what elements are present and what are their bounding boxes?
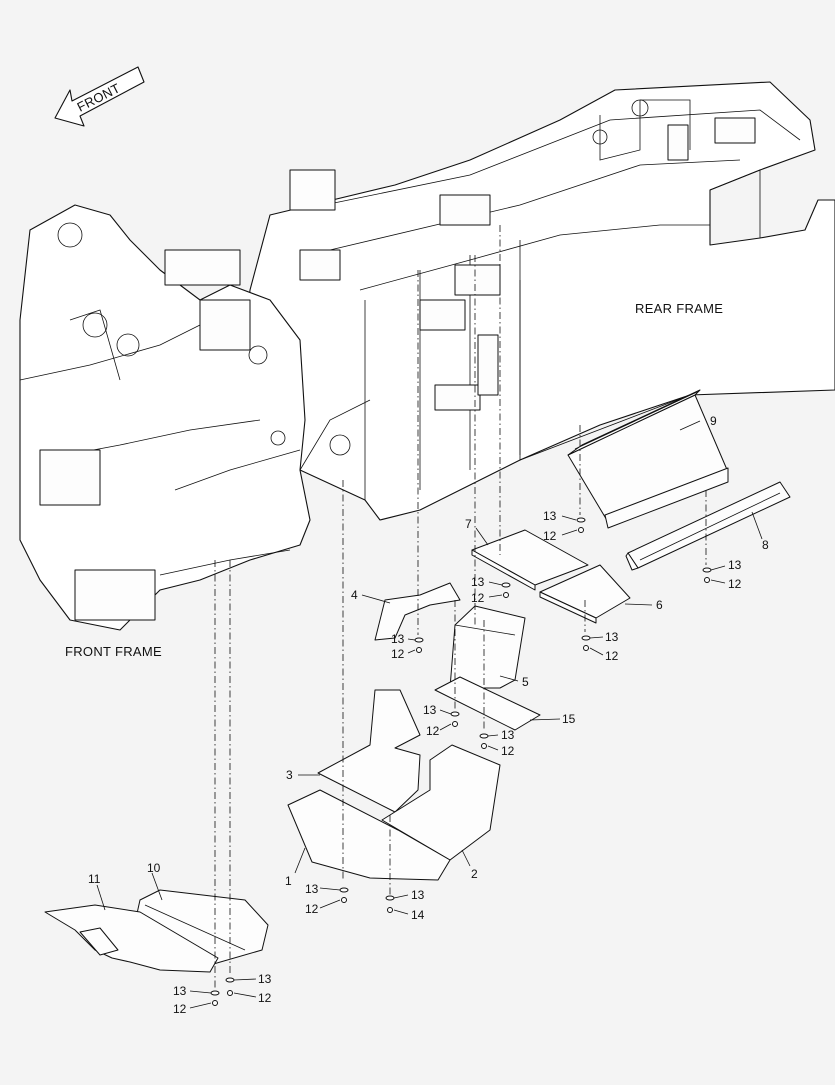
callout-15: 15 <box>562 712 576 726</box>
callout-washer-13: 13 <box>501 728 515 742</box>
part-4-bracket <box>374 582 461 641</box>
callout-9: 9 <box>710 414 717 428</box>
callout-10: 10 <box>147 861 161 875</box>
callout-bolt-12: 12 <box>426 724 440 738</box>
part-3-guard <box>317 689 421 813</box>
callout-bolt-12: 12 <box>391 647 405 661</box>
part-5-bracket <box>449 605 526 689</box>
part-6-plate <box>539 564 631 624</box>
callout-bolt-12: 12 <box>543 529 557 543</box>
callout-bolt-12: 12 <box>173 1002 187 1016</box>
callout-washer-13: 13 <box>391 632 405 646</box>
front-frame: FRONT FRAME <box>19 204 311 659</box>
assembly-lines <box>214 225 707 990</box>
callout-washer-13: 13 <box>411 888 425 902</box>
callout-washer-13: 13 <box>471 575 485 589</box>
callout-bolt-12: 12 <box>258 991 272 1005</box>
callout-washer-13: 13 <box>305 882 319 896</box>
callout-8: 8 <box>762 538 769 552</box>
rear-frame: REAR FRAME <box>244 81 835 521</box>
callout-bolt-12: 12 <box>471 591 485 605</box>
part-7-plate <box>471 529 589 591</box>
part-11-guard <box>44 904 219 973</box>
part-9-cover <box>567 389 729 529</box>
rear-frame-label: REAR FRAME <box>635 301 723 316</box>
callout-4: 4 <box>351 588 358 602</box>
part-15-plate <box>434 676 541 731</box>
part-2-guard <box>381 744 501 861</box>
front-arrow: FRONT <box>54 66 145 127</box>
callout-5: 5 <box>522 675 529 689</box>
part-1-guard <box>287 789 451 881</box>
callout-bolt-14: 14 <box>411 908 425 922</box>
part-8-bar <box>625 481 791 571</box>
front-frame-label: FRONT FRAME <box>65 644 162 659</box>
callout-washer-13: 13 <box>728 558 742 572</box>
callout-washer-13: 13 <box>173 984 187 998</box>
callout-6: 6 <box>656 598 663 612</box>
callout-1: 1 <box>285 874 292 888</box>
callout-bolt-12: 12 <box>501 744 515 758</box>
callout-washer-13: 13 <box>605 630 619 644</box>
callout-7: 7 <box>465 517 472 531</box>
hardware <box>210 517 712 1006</box>
callout-washer-13: 13 <box>423 703 437 717</box>
callout-bolt-12: 12 <box>728 577 742 591</box>
callout-3: 3 <box>286 768 293 782</box>
callout-2: 2 <box>471 867 478 881</box>
callout-washer-13: 13 <box>258 972 272 986</box>
callout-bolt-12: 12 <box>605 649 619 663</box>
callout-bolt-12: 12 <box>305 902 319 916</box>
callout-washer-13: 13 <box>543 509 557 523</box>
leader-lines <box>96 420 763 1009</box>
callout-11: 11 <box>88 872 101 886</box>
part-callouts: 9 8 7 6 4 5 15 3 2 1 10 11 13 12 13 12 1… <box>88 414 769 1016</box>
